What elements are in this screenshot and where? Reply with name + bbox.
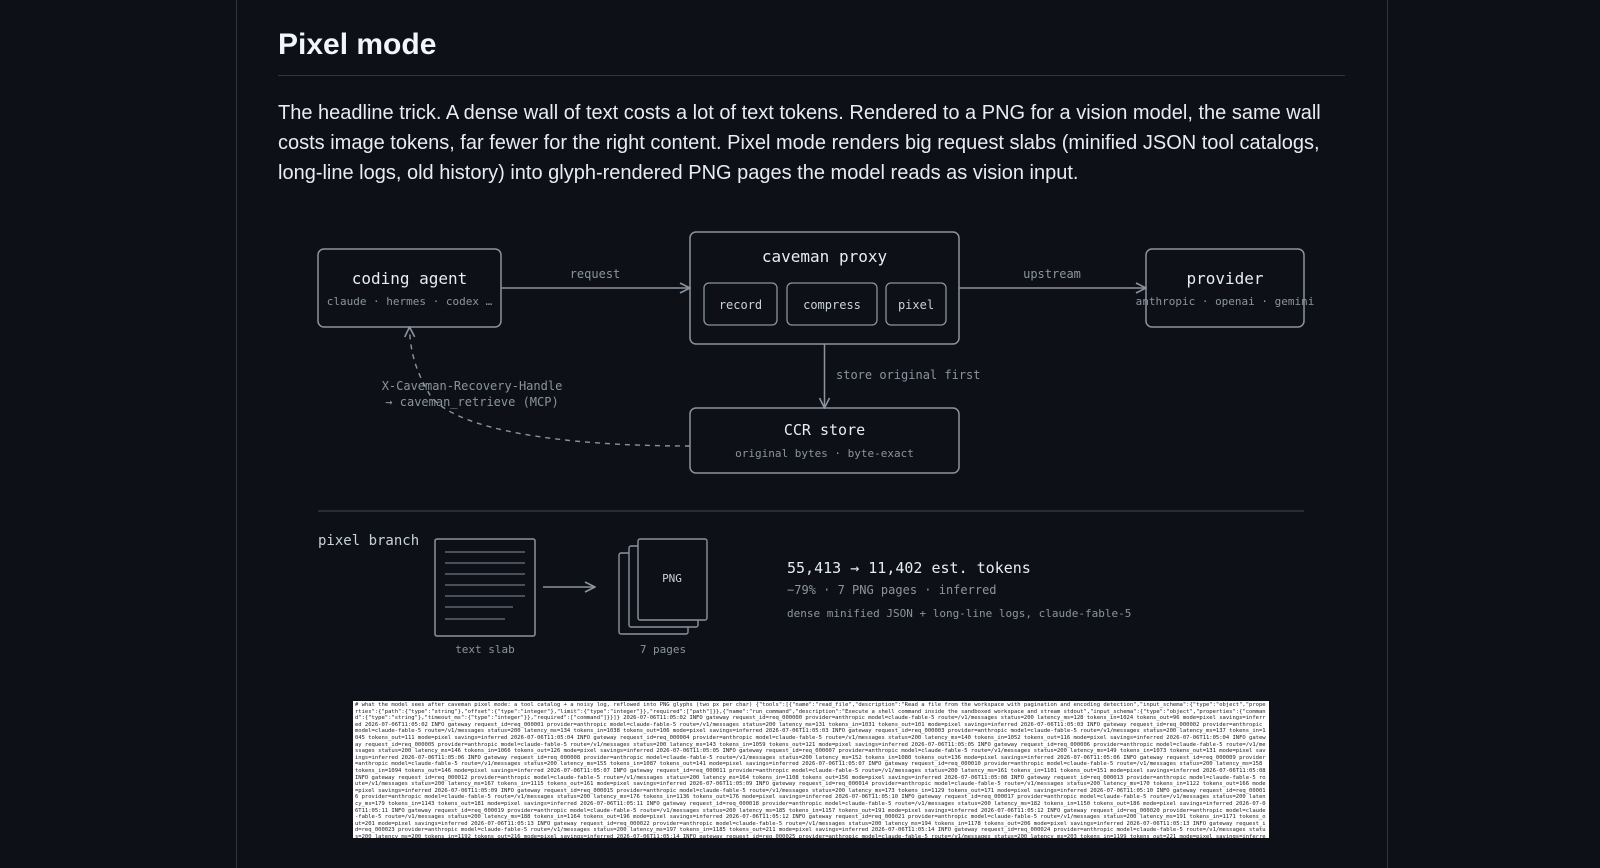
heading-divider: [278, 75, 1345, 76]
rendered-png-page: # what the model sees after caveman pixe…: [353, 701, 1269, 838]
section-heading: Pixel mode: [278, 28, 437, 61]
intro-paragraph: The headline trick. A dense wall of text…: [278, 102, 1321, 184]
